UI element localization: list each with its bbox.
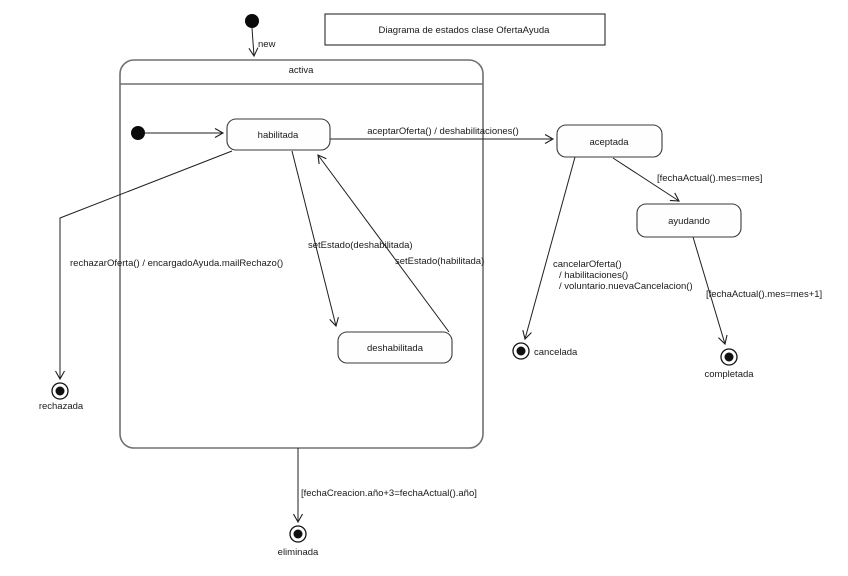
- final-state-cancelada: cancelada: [512, 342, 578, 360]
- transition-rechazar-label: rechazarOferta() / encargadoAyuda.mailRe…: [70, 258, 283, 269]
- state-deshabilitada: deshabilitada: [337, 331, 453, 364]
- activa-initial-state-dot: [131, 126, 145, 140]
- state-deshabilitada-box: [337, 331, 453, 364]
- final-rechazada-label: rechazada: [39, 401, 84, 412]
- diagram-title-box: [324, 13, 606, 46]
- state-ayudando-box: [636, 203, 742, 238]
- state-habilitada: habilitada: [226, 118, 331, 151]
- transition-mes-igual-edge: [612, 157, 680, 202]
- final-rechazada-inner-circle: [55, 386, 65, 396]
- final-state-rechazada: rechazada: [39, 382, 84, 412]
- state-ayudando-label: ayudando: [668, 216, 710, 227]
- initial-state-dot: [245, 14, 259, 28]
- transition-set-habilitada-edge: [317, 154, 450, 333]
- state-ayudando: ayudando: [636, 203, 742, 238]
- state-aceptada-box: [556, 124, 663, 158]
- transition-new-edge: [248, 27, 259, 58]
- transition-cancelar-label-line3: / voluntario.nuevaCancelacion(): [559, 281, 693, 292]
- final-cancelada-inner-circle: [516, 346, 526, 356]
- transition-cancelar-label-line1: cancelarOferta(): [553, 259, 622, 270]
- transition-set-habilitada-label: setEstado(habilitada): [395, 256, 484, 267]
- composite-state-activa: [119, 59, 484, 449]
- transition-cancelar-label-line2: / habilitaciones(): [559, 270, 628, 281]
- state-habilitada-label: habilitada: [258, 130, 299, 141]
- final-state-completada: completada: [704, 348, 754, 380]
- final-completada-label: completada: [704, 369, 754, 380]
- final-eliminada-label: eliminada: [278, 547, 319, 558]
- final-eliminada-inner-circle: [293, 529, 303, 539]
- state-aceptada: aceptada: [556, 124, 663, 158]
- transition-aceptar-label: aceptarOferta() / deshabilitaciones(): [367, 126, 519, 137]
- final-state-eliminada: eliminada: [278, 525, 319, 558]
- transition-set-deshabilitada-edge: [291, 150, 339, 328]
- transition-set-deshabilitada-label: setEstado(deshabilitada): [308, 240, 413, 251]
- state-deshabilitada-label: deshabilitada: [367, 343, 424, 354]
- final-cancelada-label: cancelada: [534, 347, 578, 358]
- transition-rechazar-edge: [55, 150, 233, 381]
- transition-new-label: new: [258, 39, 276, 50]
- state-habilitada-box: [226, 118, 331, 151]
- transition-eliminar-label: [fechaCreacion.año+3=fechaActual().año]: [301, 488, 477, 499]
- transition-mes-igual-label: [fechaActual().mes=mes]: [657, 173, 762, 184]
- final-completada-inner-circle: [724, 352, 734, 362]
- transition-cancelar-edge: [522, 156, 576, 341]
- diagram-title: Diagrama de estados clase OfertaAyuda: [379, 25, 551, 36]
- transition-mes-mas1-label: [fechaActual().mes=mes+1]: [706, 289, 822, 300]
- composite-state-activa-label: activa: [289, 65, 315, 76]
- transition-mes-mas1-edge: [692, 236, 728, 346]
- state-aceptada-label: aceptada: [589, 137, 629, 148]
- transition-cancelar-label: cancelarOferta() / habilitaciones() / vo…: [553, 259, 693, 292]
